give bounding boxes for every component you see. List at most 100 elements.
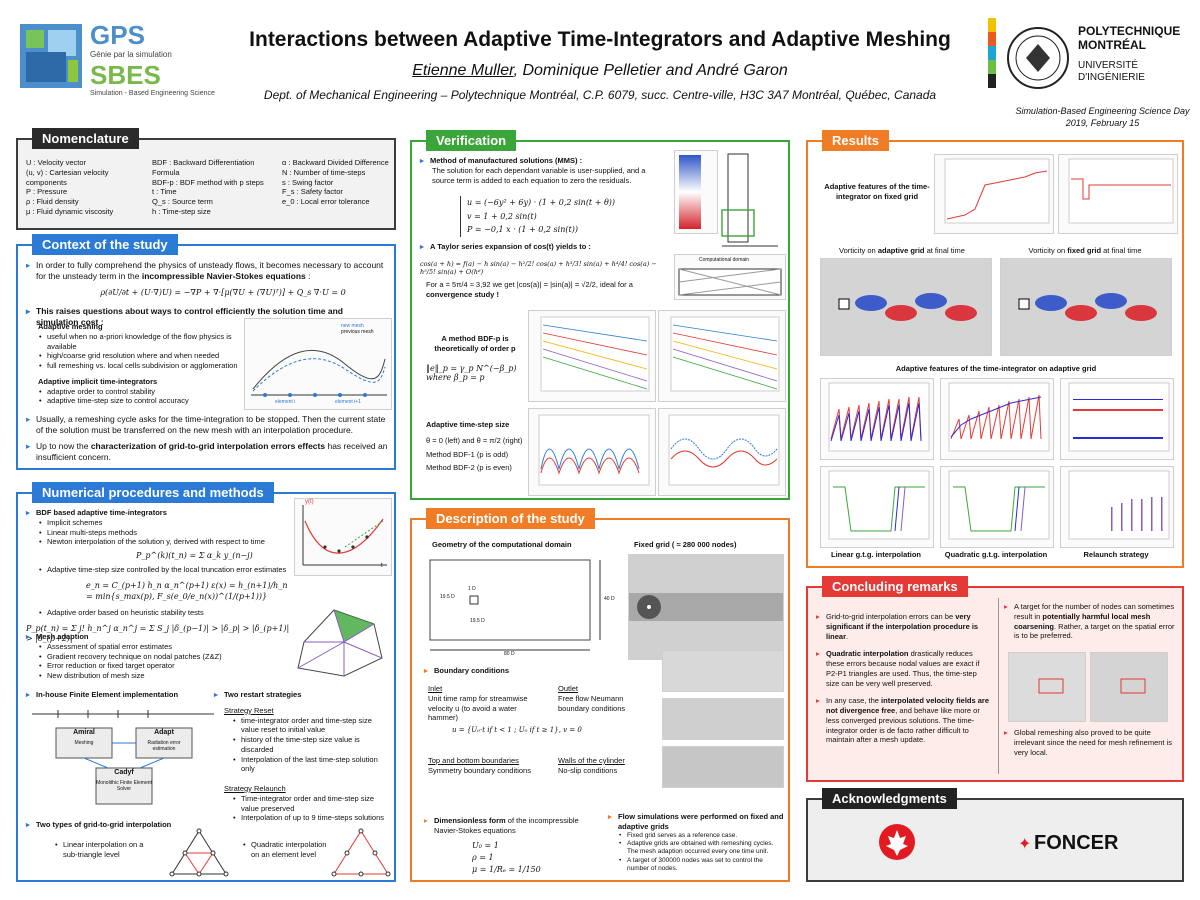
fig-label-elem: element i [275,399,296,405]
conc-l3b: interpolated velocity fields are not div… [826,696,989,715]
verification-title: Verification [426,130,517,151]
fixed-features-head: Adaptive features of the time-integrator… [824,182,930,201]
taylor-note-a: For a = 5π/4 ≈ 3,92 we get |cos(a)| = |s… [426,280,633,289]
mms-eq: v = 1 + 0,2 sin(t) [467,211,537,221]
interp-linear-text: Linear interpolation on a sub-triangle l… [54,840,154,860]
fig-label-prev: previous mesh [341,329,374,335]
dim-label: 1 D [468,586,476,592]
axis-y-label: y(t) [305,499,314,505]
mesh-adapt-item: Gradient recovery technique on nodal pat… [38,652,276,662]
dim-label: 40 D [604,596,615,602]
context-p2-wrap: This raises questions about ways to cont… [26,306,386,328]
computational-domain-figure: Computational domain [674,254,786,300]
conc-r2a: Global remeshing also proved to be quite… [1004,728,1176,757]
context-p3: Usually, a remeshing cycle asks for the … [26,414,390,436]
mesh-item: high/coarse grid resolution where and wh… [38,351,238,361]
tb-text: Symmetry boundary conditions [428,765,531,775]
interp-quad-text: Quadratic interpolation on an element le… [242,840,332,860]
sbes-logo-sub: Simulation - Based Engineering Science [90,90,215,97]
flow-snapshot-1 [662,650,784,692]
foncer-text: FONCER [1034,832,1119,854]
context-p4b: characterization of grid-to-grid interpo… [90,441,326,452]
description-title: Description of the study [426,508,595,529]
fe-head: In-house Finite Element implementation [26,690,178,700]
interp-quadratic: Quadratic interpolation on an element le… [242,840,332,860]
nom-item: t : Time [152,187,177,197]
mesh-item: useful when no a-priori knowledge of the… [38,332,238,352]
context-panel: Context of the study In order to fully c… [16,234,396,470]
conc-l1c: . [846,631,849,641]
adapt-plot-3 [1060,378,1174,460]
taylor-note: For a = 5π/4 ≈ 3,92 we get |cos(a)| = |s… [426,280,676,300]
fixed-grid-figure [628,554,784,660]
bdf-item: Newton interpolation of the solution y, … [38,537,296,547]
poly-line1: POLYTECHNIQUE [1078,24,1181,38]
mms-eq: u = (−6y² + 6y) · (1 + 0,2 sin(t + θ)) [467,198,615,207]
taylor-head: A Taylor series expansion of cos(t) yiel… [420,242,591,252]
mesh-item: full remeshing vs. local cells subdivisi… [38,361,238,371]
relaunch-item: Time-integrator order and time-step size… [232,794,390,814]
numerical-panel: Numerical procedures and methods BDF bas… [16,482,396,882]
context-p1b: incompressible Navier-Stokes equations [141,271,306,282]
nomenclature-col2: BDF : Backward Differentiation Formula B… [152,158,278,217]
conc-r1a: A target for the number of nodes can som… [1014,602,1175,621]
time-item: adaptive time-step size to control accur… [38,396,238,406]
tb-head: Top and bottom boundaries [428,756,519,765]
gps-logo-sub: Génie par la simulation [90,50,172,59]
order-head: A method BDF-p is theoretically of order… [434,334,516,353]
bdf-item: Implicit schemes [38,518,296,528]
concluding-right: A target for the number of nodes can som… [1004,602,1176,641]
adapt-plot-2 [940,378,1054,460]
mesh-adapt-item: New distribution of mesh size [38,671,276,681]
adaptive-meshing-head: Adaptive meshing [38,322,103,331]
taylor-note-b: convergence study ! [426,289,499,299]
caption-linear: Linear g.t.g. interpolation [831,550,921,559]
flow-snapshot-2 [662,698,784,740]
nom-item: F_s : Safety factor [282,187,343,197]
fixed-grid-plot-2 [1058,154,1178,234]
context-p1: In order to fully comprehend the physics… [36,260,384,282]
concluding-title: Concluding remarks [822,576,968,597]
nomenclature-col3: α : Backward Divided Difference N : Numb… [282,158,394,207]
box-amiral-sub: Meshing [74,740,94,746]
dimless-eq-line: ρ = 1 [472,853,494,862]
newton-interpolation-figure: y(t) t [294,498,392,576]
simulation-section: Flow simulations were performed on fixed… [608,812,784,874]
bc-head: Boundary conditions [424,666,509,676]
inlet-text: Unit time ramp for streamwise velocity u… [428,693,528,723]
linear-interp-triangle [168,828,230,878]
other-authors: , Dominique Pelletier and André Garon [513,62,788,79]
poly-line2: MONTRÉAL [1078,38,1146,52]
nom-item: ρ : Fluid density [26,197,79,206]
poster-title: Interactions between Adaptive Time-Integ… [249,28,951,51]
context-intro: In order to fully comprehend the physics… [26,260,386,282]
vorticity-fixed [1000,258,1172,356]
timestep-plot-right [658,408,786,496]
first-author: Etienne Muller [412,62,514,79]
dim-label: 80 D [504,651,515,657]
conc-l1a: Grid-to-grid interpolation errors can be [826,612,954,621]
context-p4a: Up to now the [36,441,89,452]
wall-section: Walls of the cylinder No-slip conditions [558,756,656,776]
dimless-eq: U₀ = 1 ρ = 1 μ = 1/Rₑ = 1/150 [472,840,541,876]
vort-adapt-caption: Vorticity on adaptive grid at final time [818,246,986,256]
box-adapt-sub: Radiation error estimation [147,740,181,752]
context-title: Context of the study [32,234,178,255]
context-lists: Adaptive meshing useful when no a-priori… [38,322,238,406]
timestep-plot-left [528,408,656,496]
domain-schematic [718,150,784,250]
bdf-item: Linear multi-steps methods [38,528,296,538]
reset-item: history of the time-step size value is d… [232,735,390,755]
vort-adapt-b: adaptive grid [877,246,925,255]
navier-stokes-equation: ρ(∂U/∂t + (U·∇)U) = −∇P + ∇·[μ(∇U + (∇U)… [100,288,346,297]
grid-head: Fixed grid ( ≈ 280 000 nodes) [634,540,737,549]
adapt-plot-1 [820,378,934,460]
mms-colormap [674,150,718,234]
poster-authors: Etienne Muller, Dominique Pelletier and … [200,62,1000,80]
vorticity-adaptive [820,258,992,356]
adapt-plot-5 [940,466,1054,548]
verification-panel: Verification Method of manufactured solu… [410,130,790,500]
taylor-head-wrap: A Taylor series expansion of cos(t) yiel… [420,242,591,252]
sim-item: A target of 300000 nodes was set to cont… [618,857,784,874]
geometry-figure: 19.5 D 19.5 D 40 D 80 D 1 D [424,554,624,658]
